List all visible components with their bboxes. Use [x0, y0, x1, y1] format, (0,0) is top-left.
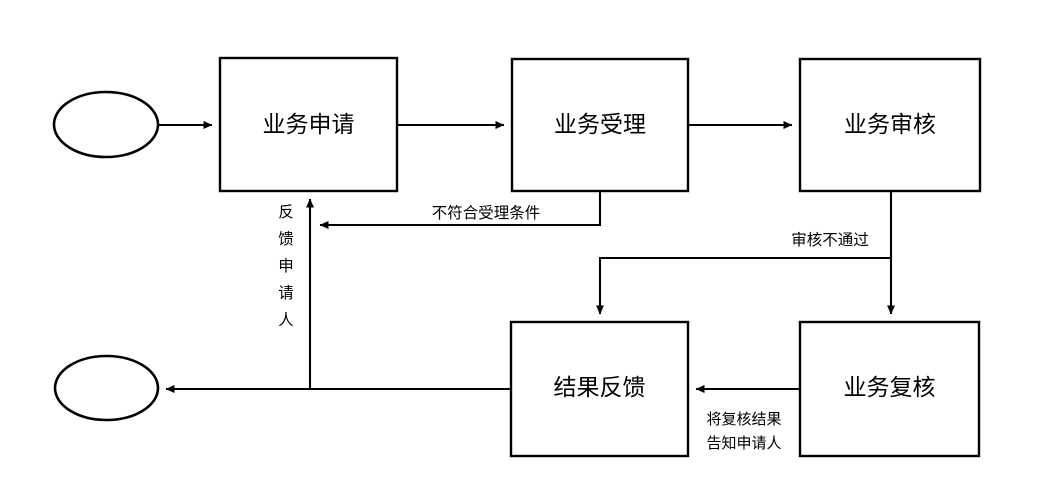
feedback-char-1: 馈	[278, 230, 294, 248]
edge-label-recheck-notice: 将复核结果 告知申请人	[706, 410, 781, 452]
node-recheck-box[interactable]	[798, 320, 981, 458]
feedback-char-4: 人	[278, 311, 294, 329]
node-review-label: 业务审核	[844, 111, 936, 137]
node-result-box[interactable]	[509, 320, 690, 458]
node-accept-box[interactable]	[510, 57, 690, 193]
node-recheck-label: 业务复核	[844, 374, 936, 400]
recheck-notice-line-2: 告知申请人	[706, 435, 781, 452]
edge-review-to-result	[596, 256, 891, 315]
edge-accept-reject-to-apply	[319, 191, 602, 229]
recheck-notice-line-1: 将复核结果	[706, 410, 781, 428]
node-result-label: 结果反馈	[554, 374, 646, 400]
edge-label-review-failed: 审核不通过	[791, 231, 869, 249]
node-accept-label: 业务受理	[554, 111, 646, 137]
node-review-box[interactable]	[798, 57, 982, 193]
start-terminator[interactable]	[52, 90, 160, 159]
node-apply-box[interactable]	[218, 56, 399, 193]
feedback-char-2: 申	[278, 257, 294, 275]
end-terminator[interactable]	[53, 354, 160, 422]
edge-label-reject-condition: 不符合受理条件	[432, 204, 541, 222]
edge-label-feedback-applicant: 反 馈 申 请 人	[278, 203, 294, 329]
feedback-char-0: 反	[278, 203, 294, 221]
feedback-char-3: 请	[278, 284, 294, 302]
node-apply-label: 业务申请	[263, 111, 355, 137]
